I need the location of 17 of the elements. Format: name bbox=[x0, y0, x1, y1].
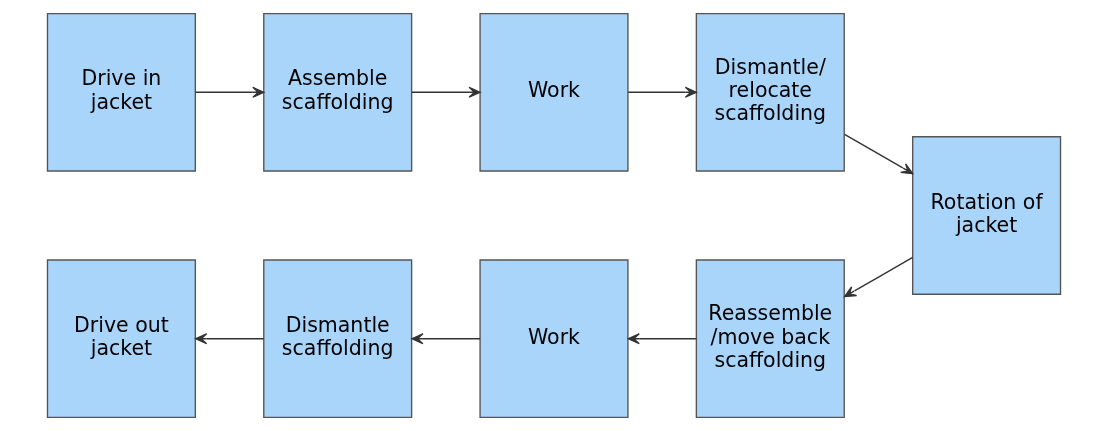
arrow bbox=[843, 256, 913, 298]
node-box: Drive out jacket bbox=[46, 259, 196, 419]
node-box: Work bbox=[478, 259, 629, 419]
node-box: Drive in jacket bbox=[46, 12, 196, 172]
node-box: Reassemble /move back scaffolding bbox=[695, 259, 845, 419]
arrow bbox=[627, 333, 697, 345]
node-box: Dismantle/ relocate scaffolding bbox=[695, 12, 845, 172]
arrow bbox=[410, 333, 481, 345]
arrow bbox=[194, 86, 264, 98]
arrow bbox=[410, 86, 481, 98]
node-box: Work bbox=[478, 12, 629, 172]
node-box: Rotation of jacket bbox=[911, 136, 1061, 295]
arrow bbox=[194, 333, 264, 345]
node-box: Dismantle scaffolding bbox=[262, 259, 412, 419]
node-box: Assemble scaffolding bbox=[262, 12, 412, 172]
arrow bbox=[627, 86, 697, 98]
arrow bbox=[843, 133, 913, 175]
